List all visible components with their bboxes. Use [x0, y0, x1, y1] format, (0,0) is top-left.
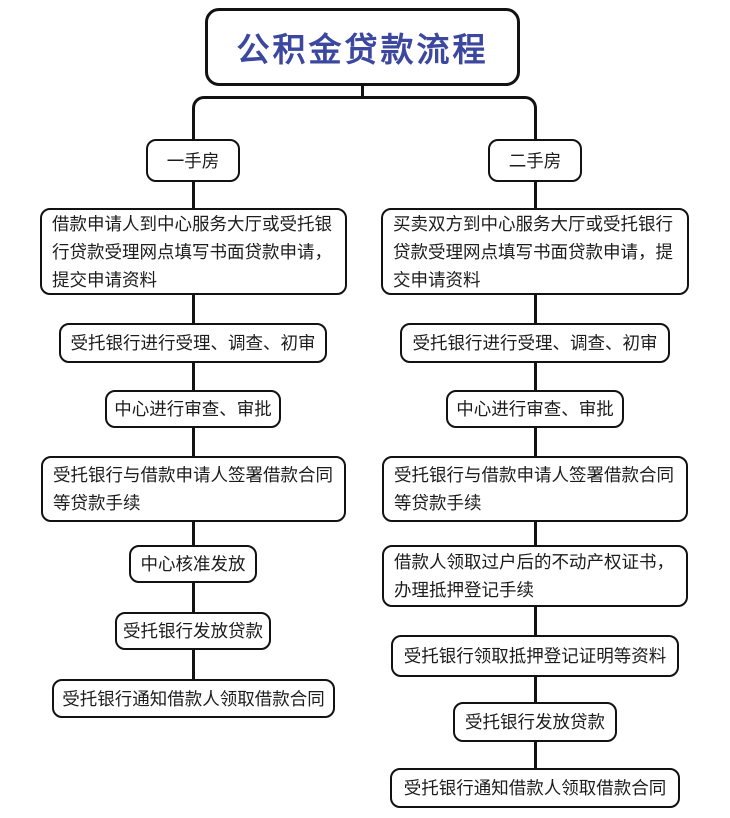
connector-right-8 [533, 740, 537, 770]
branch-label-second-hand: 二手房 [488, 139, 582, 182]
flow-step-text: 行贷款受理网点填写书面贷款申请， [52, 241, 332, 262]
flowchart-title: 公积金贷款流程 [236, 31, 489, 68]
flow-step-text: 受托银行进行受理、调查、初审 [412, 333, 658, 353]
connector-right-1 [533, 180, 537, 210]
connector-right-7 [533, 675, 537, 704]
flow-step-text: 受托银行进行受理、调查、初审 [70, 333, 316, 353]
flow-step-text: 受托银行发放贷款 [123, 621, 263, 641]
flow-step-second-hand-sign-contract: 受托银行与借款申请人签署借款合同 等贷款手续 [382, 456, 688, 522]
flow-step-text: 受托银行与借款申请人签署借款合同 [53, 465, 333, 485]
flow-step-text: 中心进行审查、审批 [456, 399, 614, 419]
connector-right-5 [533, 520, 537, 547]
flow-step-first-hand-apply: 借款申请人到中心服务大厅或受托银 行贷款受理网点填写书面贷款申请， 提交申请资料 [40, 208, 347, 295]
flow-step-text: 中心核准发放 [140, 554, 246, 574]
flow-step-second-hand-property-cert: 借款人领取过户后的不动产权证书， 办理抵押登记手续 [382, 545, 688, 607]
connector-right-4 [533, 426, 537, 458]
flow-step-text: 受托银行与借款申请人签署借款合同 [394, 465, 674, 485]
flowchart-title-box: 公积金贷款流程 [205, 8, 520, 86]
flow-step-second-hand-bank-disburse: 受托银行发放贷款 [453, 702, 617, 742]
flow-step-text: 借款申请人到中心服务大厅或受托银 [52, 213, 332, 234]
flow-step-text: 受托银行通知借款人领取借款合同 [403, 778, 667, 798]
connector-left-4 [191, 426, 195, 458]
branch-label-text: 一手房 [166, 150, 220, 171]
flow-step-text: 等贷款手续 [53, 493, 141, 513]
flow-step-text: 借款人领取过户后的不动产权证书， [394, 552, 674, 572]
connector-right-6 [533, 605, 537, 637]
flow-step-text: 中心进行审查、审批 [114, 399, 272, 419]
connector-right-2 [533, 293, 537, 325]
branch-label-first-hand: 一手房 [146, 139, 240, 182]
connector-left-3 [191, 361, 195, 392]
flow-step-second-hand-mortgage-docs: 受托银行领取抵押登记证明等资料 [391, 635, 679, 677]
connector-left-5 [191, 520, 195, 547]
flow-step-text: 办理抵押登记手续 [394, 580, 534, 600]
flow-step-text: 受托银行发放贷款 [465, 712, 605, 732]
flow-step-first-hand-bank-disburse: 受托银行发放贷款 [115, 612, 271, 650]
flow-step-second-hand-apply: 买卖双方到中心服务大厅或受托银行 贷款受理网点填写书面贷款申请，提 交申请资料 [381, 208, 689, 295]
connector-left-7 [191, 648, 195, 681]
branch-label-text: 二手房 [508, 150, 562, 171]
connector-branch-fork [191, 96, 537, 142]
flow-step-first-hand-sign-contract: 受托银行与借款申请人签署借款合同 等贷款手续 [41, 456, 346, 522]
flow-step-text: 买卖双方到中心服务大厅或受托银行 [393, 213, 673, 234]
connector-left-1 [191, 180, 195, 210]
flow-step-text: 交申请资料 [393, 269, 481, 290]
connector-title-stub [360, 83, 364, 97]
flow-step-text: 受托银行领取抵押登记证明等资料 [403, 646, 667, 666]
flow-step-text: 提交申请资料 [52, 269, 157, 290]
flow-step-text: 受托银行通知借款人领取借款合同 [62, 688, 325, 709]
flow-step-second-hand-center-review: 中心进行审查、审批 [446, 390, 624, 428]
flow-step-text: 贷款受理网点填写书面贷款申请，提 [393, 241, 673, 262]
connector-left-6 [191, 581, 195, 614]
connector-right-3 [533, 361, 537, 392]
flow-step-first-hand-center-approve: 中心核准发放 [129, 545, 257, 583]
flow-step-first-hand-center-review: 中心进行审查、审批 [105, 390, 281, 428]
flow-step-text: 等贷款手续 [394, 493, 482, 513]
flow-step-first-hand-notify-borrower: 受托银行通知借款人领取借款合同 [52, 679, 335, 718]
flow-step-second-hand-bank-review: 受托银行进行受理、调查、初审 [400, 323, 670, 363]
connector-left-2 [191, 293, 195, 325]
flow-step-second-hand-notify-borrower: 受托银行通知借款人领取借款合同 [390, 768, 680, 808]
flow-step-first-hand-bank-review: 受托银行进行受理、调查、初审 [59, 323, 327, 363]
